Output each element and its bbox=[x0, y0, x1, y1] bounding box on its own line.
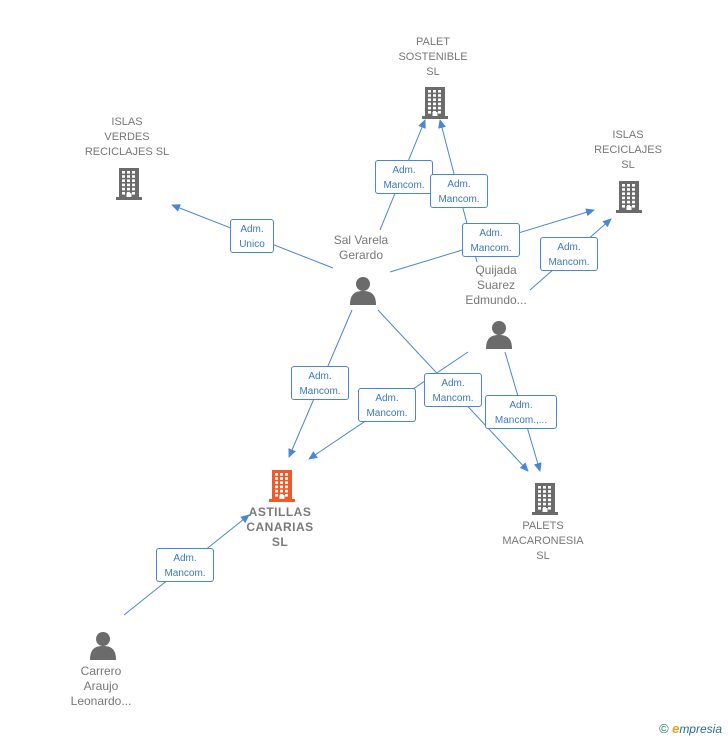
company-label-palet[interactable]: PALET SOSTENIBLE SL bbox=[398, 36, 468, 78]
person-label-quijada[interactable]: Quijada Suarez Edmundo... bbox=[465, 263, 527, 307]
building-icon[interactable] bbox=[420, 85, 450, 124]
building-icon[interactable] bbox=[530, 481, 560, 520]
brand-initial: e bbox=[672, 721, 680, 736]
company-label-astillas[interactable]: ASTILLAS CANARIAS SL bbox=[246, 505, 314, 549]
edge-role-label: Adm. Mancom. bbox=[375, 160, 433, 194]
building-icon[interactable] bbox=[267, 468, 297, 507]
edge-role-label: Adm. Mancom.,... bbox=[485, 395, 557, 429]
person-label-sal[interactable]: Sal Varela Gerardo bbox=[333, 233, 389, 262]
footer-brand: © empresia bbox=[659, 721, 722, 736]
building-icon[interactable] bbox=[614, 179, 644, 218]
company-label-islas-verdes[interactable]: ISLAS VERDES RECICLAJES SL bbox=[84, 116, 170, 158]
copyright-mark: © bbox=[659, 721, 669, 736]
company-label-palets-mac[interactable]: PALETS MACARONESIA SL bbox=[502, 520, 584, 562]
person-icon[interactable] bbox=[88, 630, 118, 665]
edge-role-label: Adm. Mancom. bbox=[358, 388, 416, 422]
person-icon[interactable] bbox=[348, 275, 378, 310]
company-label-islas-reciclajes[interactable]: ISLAS RECICLAJES SL bbox=[594, 129, 662, 171]
edge-role-label: Adm. Mancom. bbox=[540, 237, 598, 271]
edge-role-label: Adm. Mancom. bbox=[156, 548, 214, 582]
person-icon[interactable] bbox=[484, 319, 514, 354]
person-label-carrero[interactable]: Carrero Araujo Leonardo... bbox=[70, 664, 132, 708]
brand-name: mpresia bbox=[679, 722, 722, 736]
edge-role-label: Adm. Mancom. bbox=[291, 366, 349, 400]
edge-role-label: Adm. Unico bbox=[230, 219, 274, 253]
edge-role-label: Adm. Mancom. bbox=[430, 174, 488, 208]
building-icon[interactable] bbox=[114, 166, 144, 205]
edge-role-label: Adm. Mancom. bbox=[462, 223, 520, 257]
edge-role-label: Adm. Mancom. bbox=[424, 373, 482, 407]
